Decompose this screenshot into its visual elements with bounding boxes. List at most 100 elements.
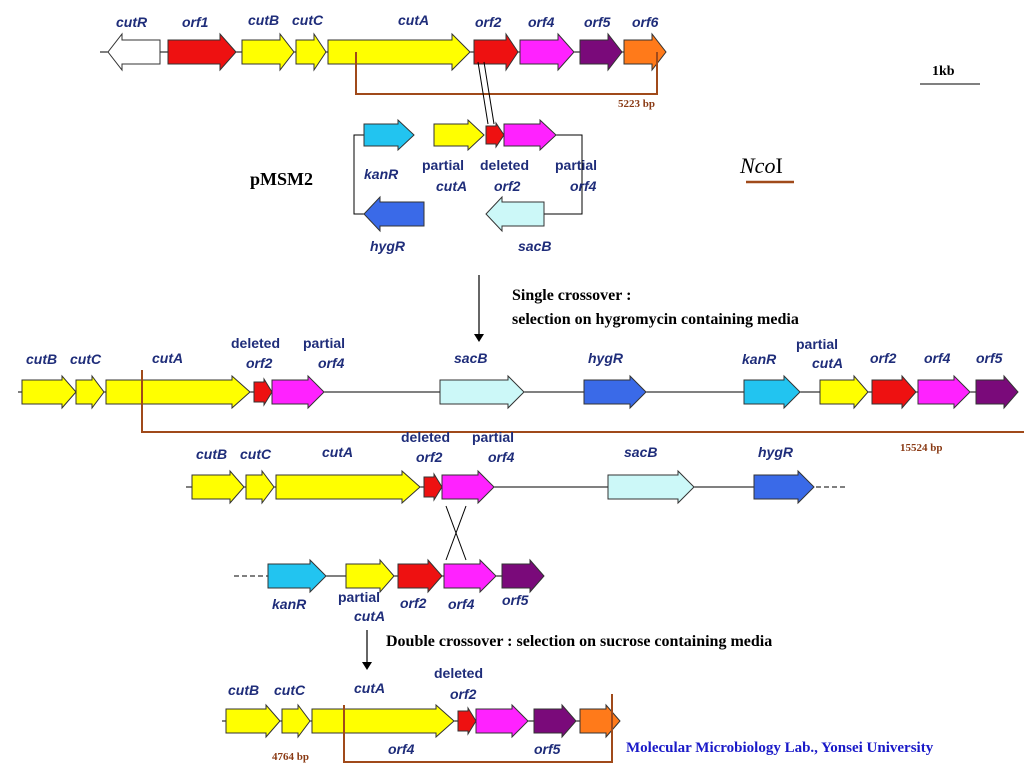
orf5-arrow-r6 <box>533 703 577 739</box>
label-deleted-a: deleted <box>480 157 529 173</box>
orf2-arrow <box>473 32 519 72</box>
fragment-bracket-single <box>141 370 1024 433</box>
orf4-arrow-r3 <box>917 374 971 410</box>
partial-orf4-arrow-r3 <box>271 374 325 410</box>
label-deleted-r4: deleted <box>401 429 450 445</box>
label-orf6: orf6 <box>632 14 659 30</box>
label-sacB-r3: sacB <box>454 350 487 366</box>
label-cutA-partial: cutA <box>436 178 467 194</box>
svg-text:NcoI: NcoI <box>739 153 783 178</box>
lab-footer: Molecular Microbiology Lab., Yonsei Univ… <box>626 740 934 756</box>
label-orf4-r5: orf4 <box>448 596 475 612</box>
partial-cutA-arrow-r3 <box>819 374 869 410</box>
orf4-arrow <box>519 32 575 72</box>
orf2-arrow-r5 <box>397 558 443 594</box>
label-orf2-r3: orf2 <box>870 350 897 366</box>
orf6-arrow <box>623 32 667 72</box>
enzyme-roman: I <box>775 153 782 178</box>
label-orf2-deleted-r6: orf2 <box>450 686 477 702</box>
sacB-arrow <box>485 195 545 233</box>
size-wildtype: 5223 bp <box>618 98 655 110</box>
fragment-bracket-wildtype <box>355 52 658 95</box>
scale-bar-label: 1kb <box>932 64 955 79</box>
deleted-orf2-arrow <box>485 121 505 149</box>
label-cutB-r4: cutB <box>196 446 227 462</box>
label-orf5-r3: orf5 <box>976 350 1003 366</box>
hygR-arrow-r4 <box>753 469 815 505</box>
label-orf2-deleted: orf2 <box>494 178 521 194</box>
label-partial-r4: partial <box>472 429 514 445</box>
cutA-arrow-r4 <box>275 469 421 505</box>
double-crossover-top: cutB cutC cutA deleted orf2 partial orf4… <box>186 429 848 505</box>
plasmid-name: pMSM2 <box>250 169 313 189</box>
scale-bar: 1kb <box>920 64 980 85</box>
partial-cutA-arrow-r5 <box>345 558 395 594</box>
label-orf1: orf1 <box>182 14 209 30</box>
label-sacB-r4: sacB <box>624 444 657 460</box>
label-hygR-r4: hygR <box>758 444 794 460</box>
orf4-arrow-r5 <box>443 558 497 594</box>
label-orf2-r5: orf2 <box>400 595 427 611</box>
cutC-arrow <box>295 32 327 72</box>
plasmid-pMSM2: pMSM2 kanR partial cutA deleted orf2 par… <box>250 118 597 254</box>
label-cutB-r6: cutB <box>228 682 259 698</box>
label-orf4-r3: orf4 <box>924 350 951 366</box>
label-orf2-deleted-r3: orf2 <box>246 355 273 371</box>
label-cutB: cutB <box>248 12 279 28</box>
partial-cutA-arrow <box>433 118 485 152</box>
label-cutA-r4: cutA <box>322 444 353 460</box>
deleted-orf2-arrow-r6 <box>457 706 477 736</box>
label-cutR: cutR <box>116 14 148 30</box>
label-cutC-r3: cutC <box>70 351 102 367</box>
label-cutA: cutA <box>398 12 429 28</box>
step-single-line1: Single crossover : <box>512 287 631 304</box>
label-orf4-partial: orf4 <box>570 178 597 194</box>
single-crossover-locus: cutB cutC cutA deleted orf2 partial orf4… <box>18 335 1024 454</box>
label-cutC: cutC <box>292 12 324 28</box>
label-cutB-r3: cutB <box>26 351 57 367</box>
label-hygR: hygR <box>370 238 406 254</box>
label-orf5-r6: orf5 <box>534 741 561 757</box>
cutB-arrow-r3 <box>21 374 77 410</box>
sacB-arrow-r4 <box>607 469 695 505</box>
label-orf5-r5: orf5 <box>502 592 529 608</box>
cutR-arrow <box>107 32 161 72</box>
cutB-arrow-r6 <box>225 703 281 739</box>
kanR-arrow-r5 <box>267 558 327 594</box>
label-cutA-r3: cutA <box>152 350 183 366</box>
size-final: 4764 bp <box>272 751 309 763</box>
label-partial-r3a: partial <box>303 335 345 351</box>
label-sacB: sacB <box>518 238 551 254</box>
partial-orf4-arrow <box>503 118 557 152</box>
label-kanR-r3: kanR <box>742 351 777 367</box>
orf2-arrow-r3 <box>871 374 917 410</box>
step-single-line2: selection on hygromycin containing media <box>512 311 799 328</box>
fragment-bracket-final <box>343 694 613 763</box>
cutA-arrow <box>327 32 471 72</box>
label-orf4-partial-r3: orf4 <box>318 355 345 371</box>
deleted-orf2-arrow-r4 <box>423 472 443 502</box>
label-orf2-deleted-r4: orf2 <box>416 449 443 465</box>
orf5-arrow-r3 <box>975 374 1019 410</box>
cutC-arrow-r4 <box>245 469 275 505</box>
partial-orf4-arrow-r4 <box>441 469 495 505</box>
final-locus: cutB cutC cutA deleted orf2 orf4 orf5 47… <box>222 665 621 763</box>
deleted-orf2-arrow-r3 <box>253 377 273 407</box>
enzyme-italic: Nco <box>739 153 775 178</box>
label-partial-a: partial <box>422 157 464 173</box>
label-cutA-r6: cutA <box>354 680 385 696</box>
label-orf4: orf4 <box>528 14 555 30</box>
label-partial-r5: partial <box>338 589 380 605</box>
cutB-arrow-r4 <box>191 469 245 505</box>
label-hygR-r3: hygR <box>588 350 624 366</box>
cutA-arrow-r3 <box>105 374 251 410</box>
label-cutA-partial-r5: cutA <box>354 608 385 624</box>
double-crossover-bottom: kanR partial cutA orf2 orf4 orf5 <box>234 558 545 624</box>
label-cutC-r4: cutC <box>240 446 272 462</box>
size-single: 15524 bp <box>900 442 943 454</box>
sacB-arrow-r3 <box>439 374 525 410</box>
orf6-arrow-r6 <box>579 703 621 739</box>
cutC-arrow-r3 <box>75 374 105 410</box>
label-partial-r3b: partial <box>796 336 838 352</box>
hygR-arrow <box>363 195 425 233</box>
